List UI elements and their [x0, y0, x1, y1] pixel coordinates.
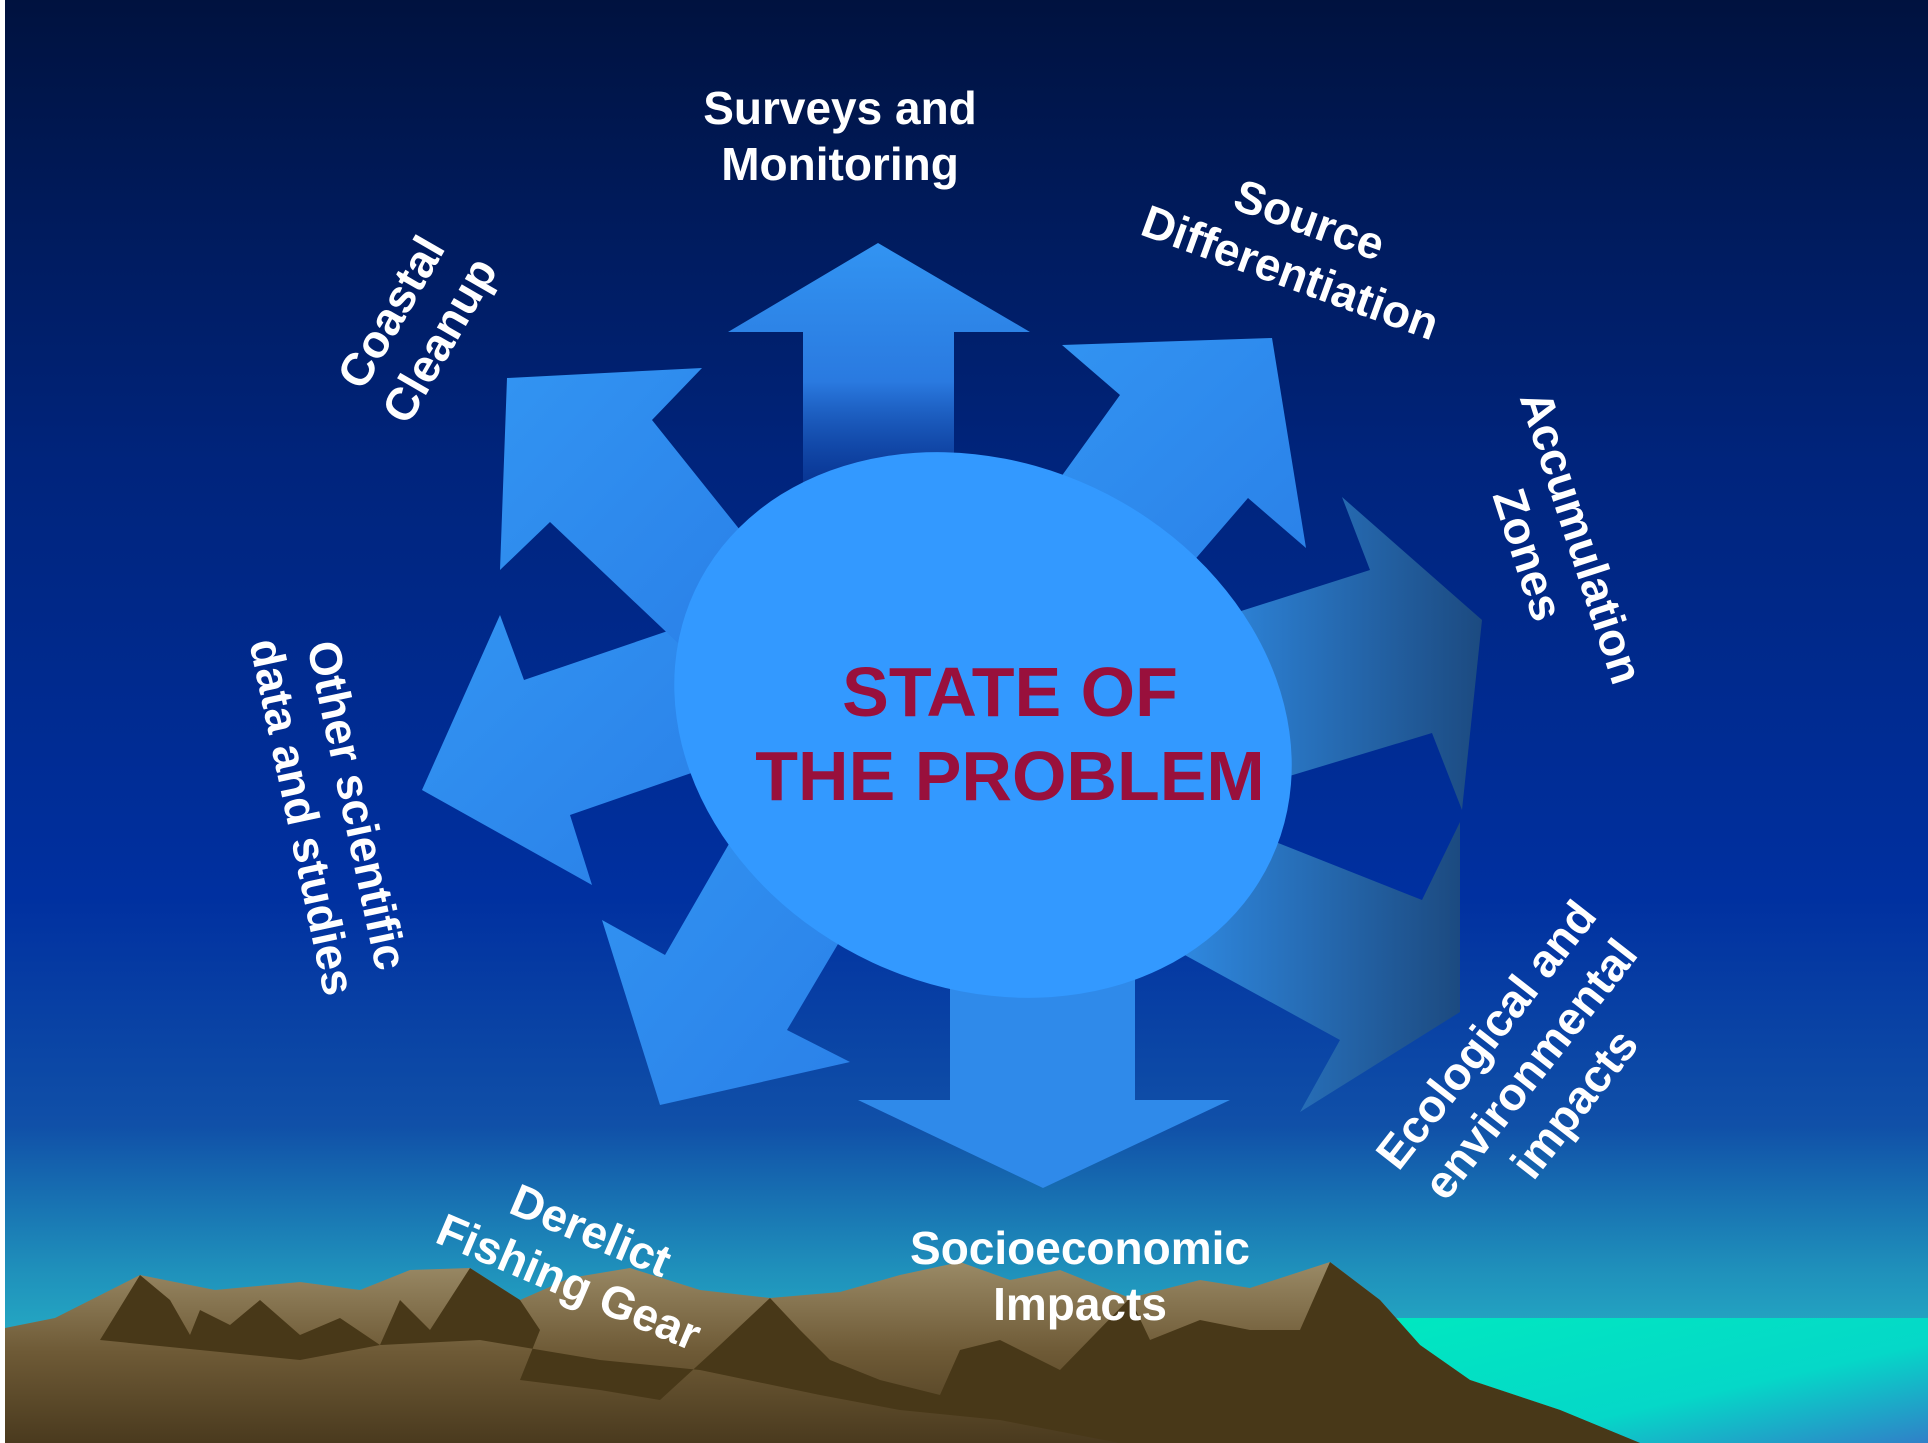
- center-title-line-2: THE PROBLEM: [755, 737, 1265, 815]
- mountain-shadow: [100, 1262, 1640, 1443]
- label-line: Socioeconomic: [910, 1222, 1250, 1274]
- arrow-surveys: [728, 243, 1030, 520]
- label-surveys-monitoring: Surveys and Monitoring: [640, 80, 1040, 192]
- label-line: Surveys and: [703, 82, 977, 134]
- label-line: Impacts: [993, 1278, 1167, 1330]
- center-title-line-1: STATE OF: [842, 653, 1178, 731]
- arrow-coastal: [500, 368, 760, 645]
- label-line: Monitoring: [721, 138, 959, 190]
- label-socioeconomic-impacts: Socioeconomic Impacts: [880, 1220, 1280, 1332]
- center-ellipse: [674, 452, 1292, 998]
- center-title: STATE OF THE PROBLEM: [710, 650, 1310, 818]
- arrow-other: [422, 615, 700, 885]
